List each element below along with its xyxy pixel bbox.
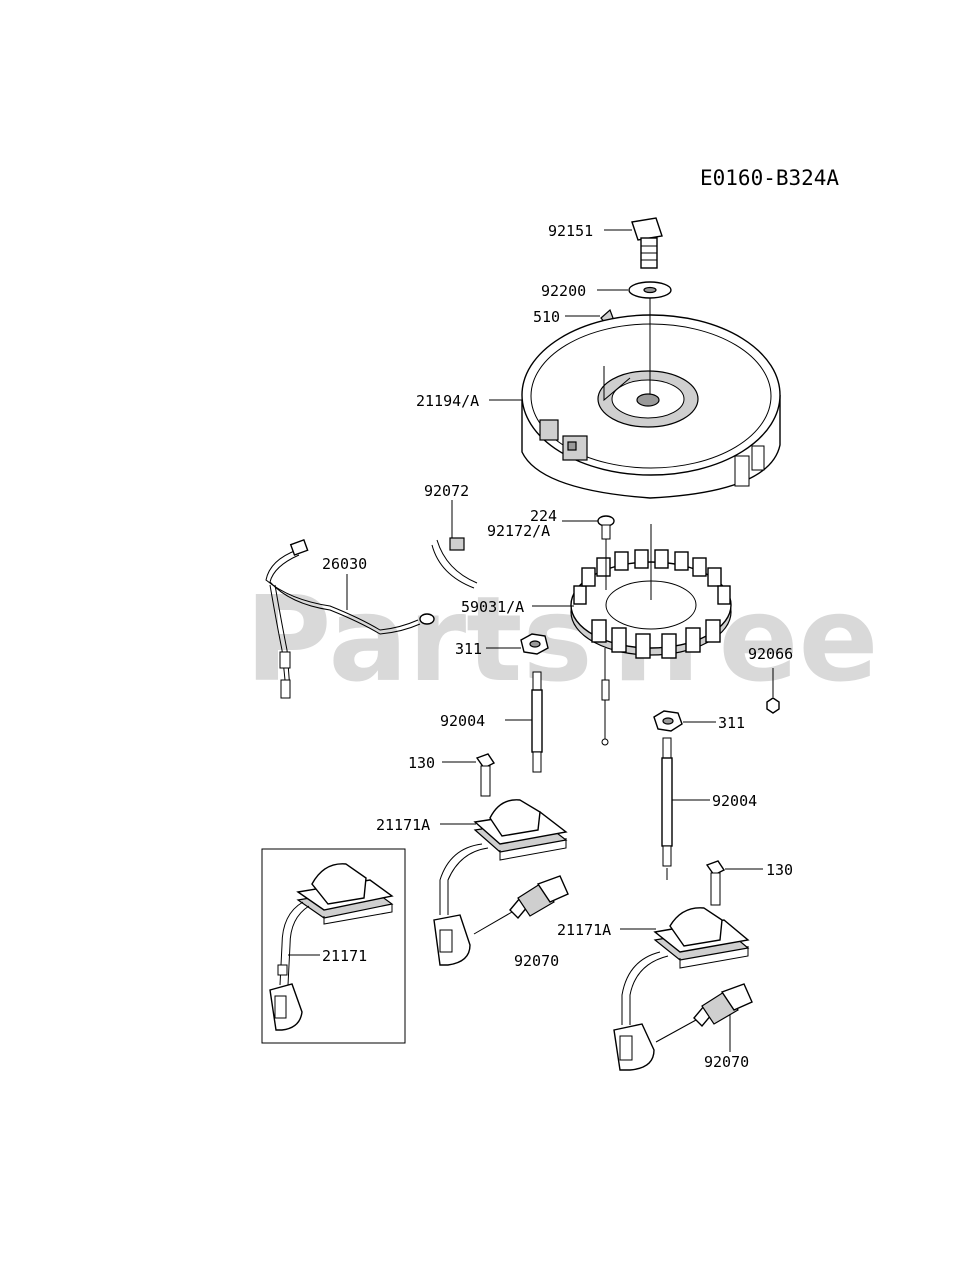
label-92072[interactable]: 92072 [424,482,469,500]
screw-92172a[interactable] [597,515,615,540]
label-92066[interactable]: 92066 [748,645,793,663]
label-21194a[interactable]: 21194/A [416,392,479,410]
spark-plug-92070-left[interactable] [509,875,569,920]
stator-59031a[interactable] [570,549,732,746]
nut-92066[interactable] [766,697,780,714]
label-92200[interactable]: 92200 [541,282,586,300]
label-224[interactable]: 224 [530,507,557,525]
label-26030[interactable]: 26030 [322,555,367,573]
label-92070-left[interactable]: 92070 [514,952,559,970]
stud-92004-right[interactable] [661,737,673,880]
watermark: PartsTree [245,570,879,708]
label-311-left[interactable]: 311 [455,640,482,658]
label-92151[interactable]: 92151 [548,222,593,240]
label-92070-right[interactable]: 92070 [704,1053,749,1071]
label-311-right[interactable]: 311 [718,714,745,732]
stud-92004-left[interactable] [531,671,543,773]
label-21171a-left[interactable]: 21171A [376,816,430,834]
label-92004-left[interactable]: 92004 [440,712,485,730]
washer-92200[interactable] [628,281,672,299]
bolt-130-left[interactable] [475,753,496,797]
inset-21171[interactable] [261,848,406,1044]
flywheel-21194a[interactable] [521,314,781,499]
diagram-code: E0160-B324A [700,166,839,190]
bolt-130-right[interactable] [705,860,726,906]
nut-311-right[interactable] [653,710,683,732]
lead-wire-26030[interactable] [265,539,435,699]
label-21171[interactable]: 21171 [322,947,367,965]
label-92004-right[interactable]: 92004 [712,792,757,810]
clamp-92072[interactable] [431,537,478,589]
spark-plug-92070-right[interactable] [693,983,753,1028]
label-130-left[interactable]: 130 [408,754,435,772]
ignition-coil-21171a-right[interactable] [613,907,750,1071]
ignition-coil-21171a-left[interactable] [433,799,568,966]
label-21171a-right[interactable]: 21171A [557,921,611,939]
nut-311-left[interactable] [520,633,549,655]
bolt-92151[interactable] [631,217,663,269]
label-59031a[interactable]: 59031/A [461,598,524,616]
label-92172a[interactable]: 92172/A [487,522,550,540]
label-510[interactable]: 510 [533,308,560,326]
label-130-right[interactable]: 130 [766,861,793,879]
